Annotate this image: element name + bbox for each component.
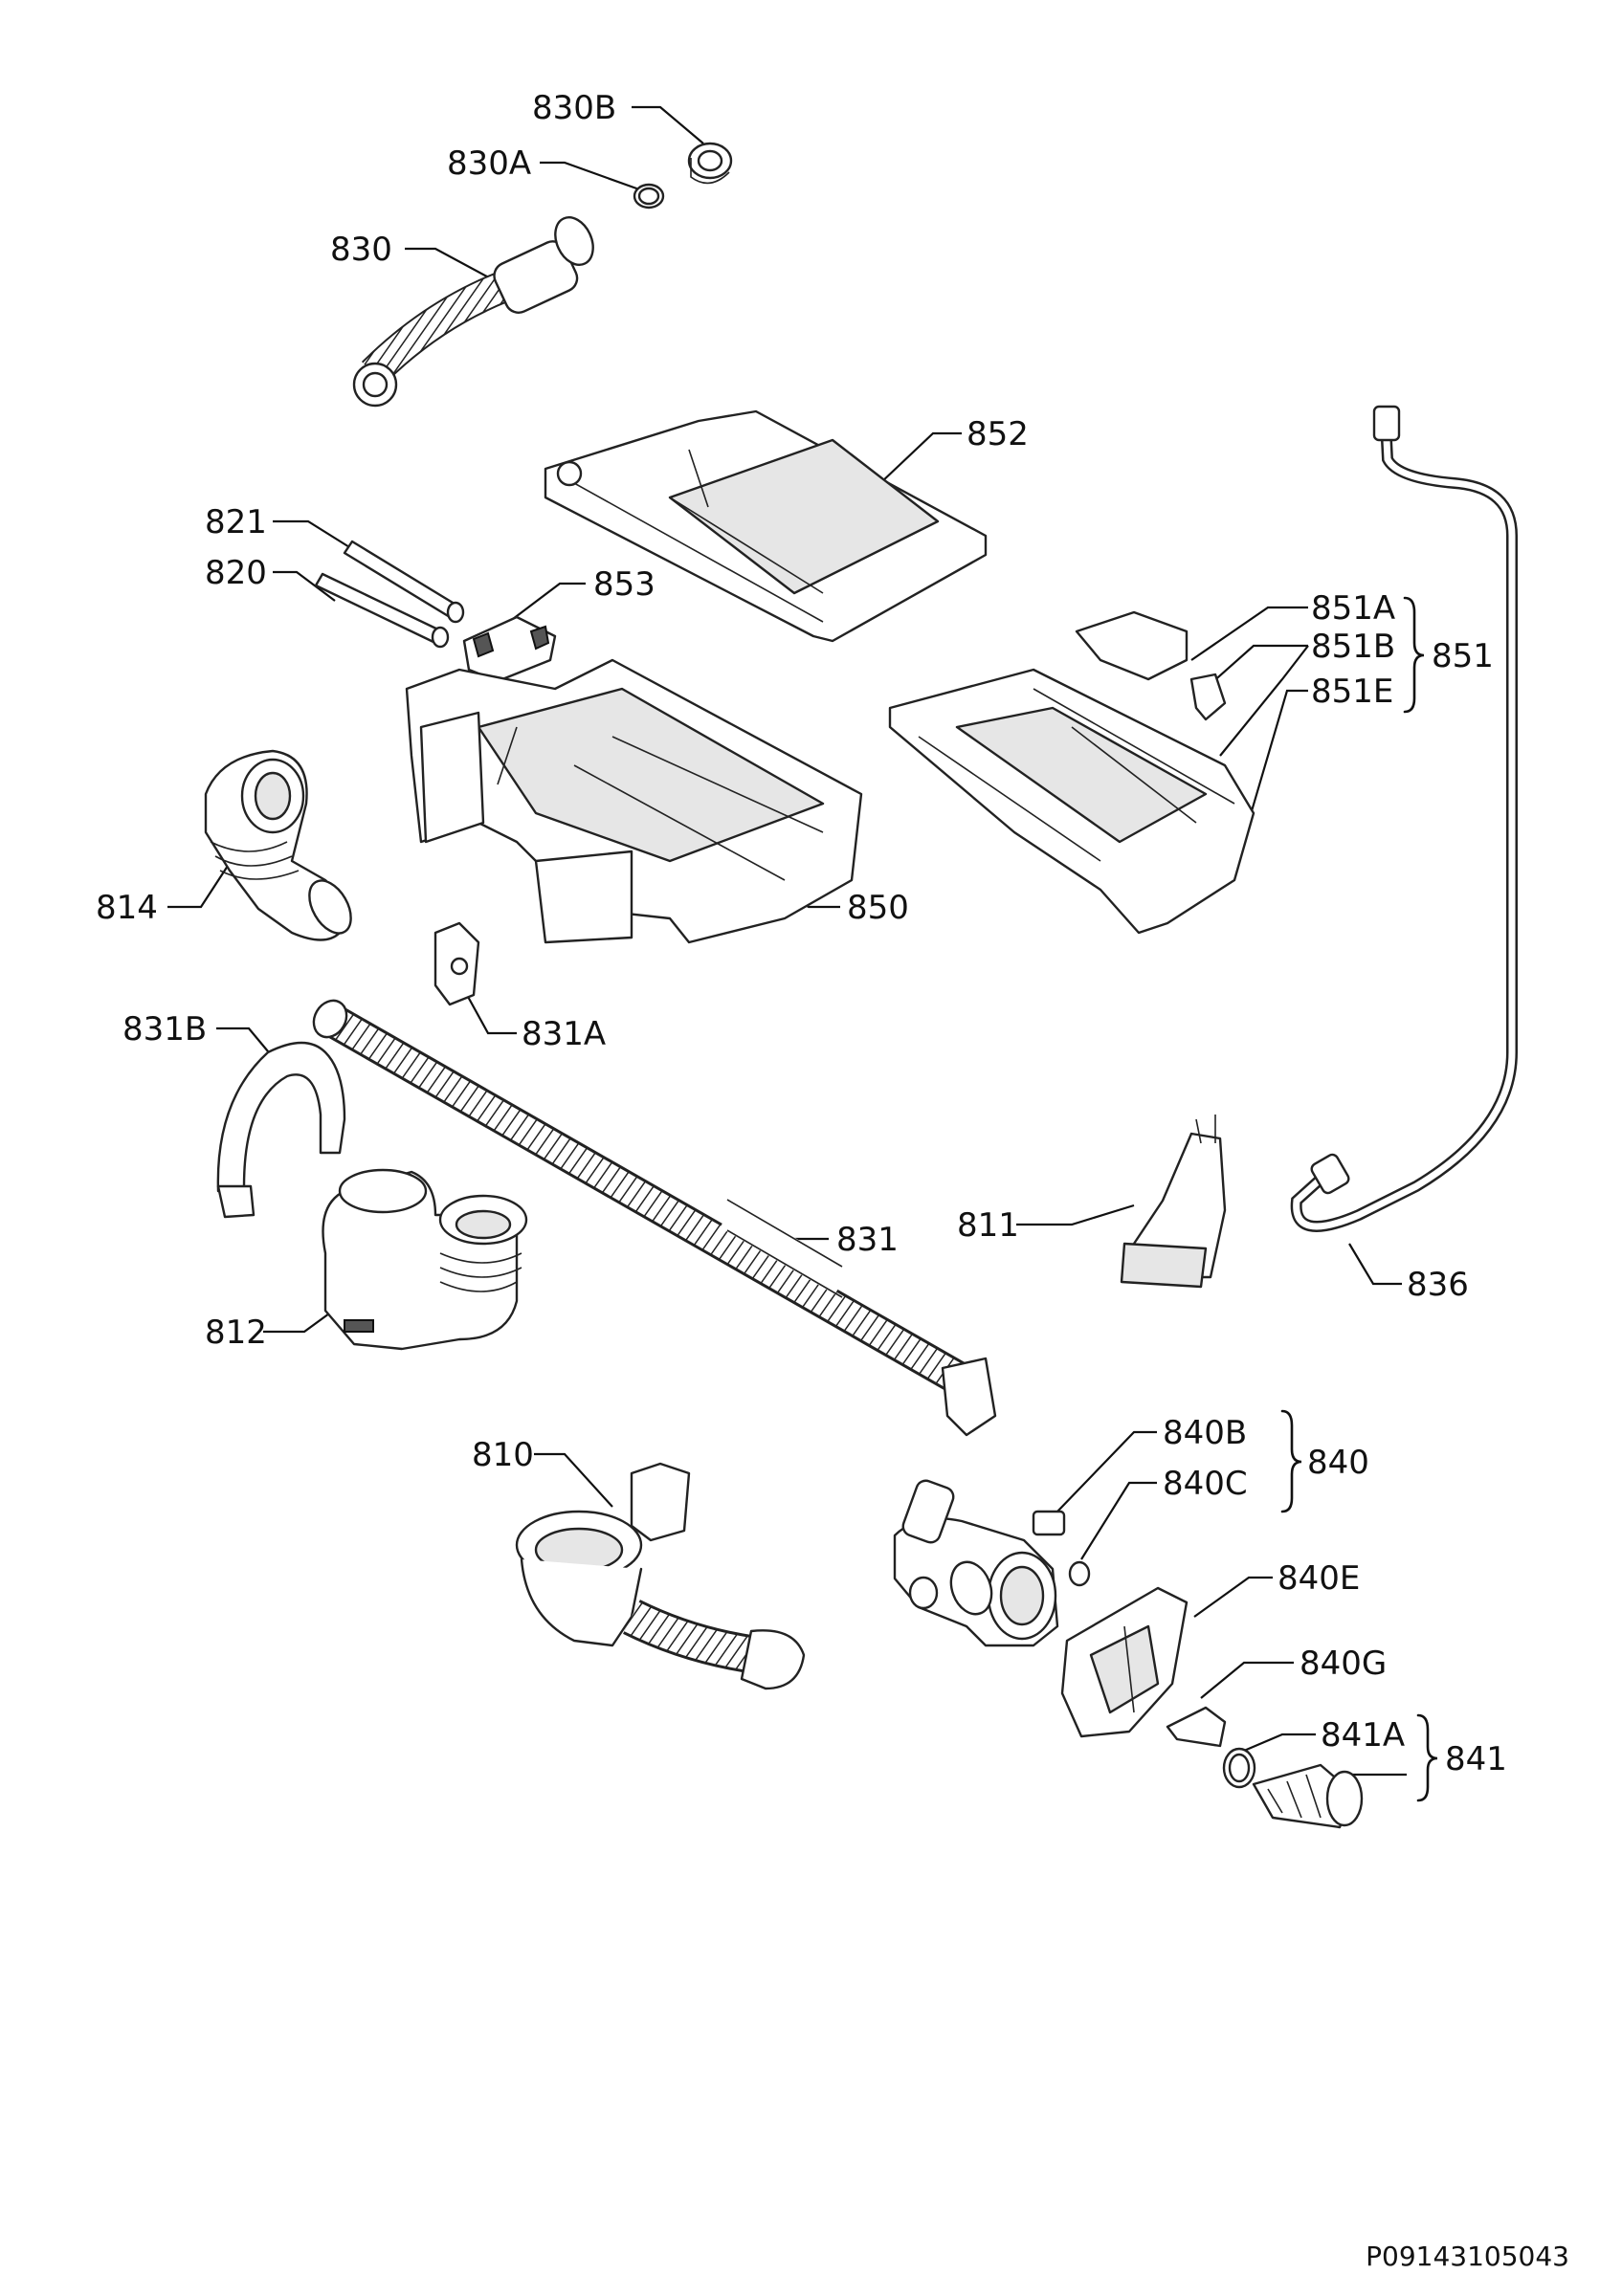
group-braces bbox=[1280, 596, 1438, 1802]
part-830-inlet-hose bbox=[352, 216, 594, 408]
label-812: 812 bbox=[205, 1314, 267, 1352]
part-831a-bracket bbox=[433, 921, 480, 1006]
part-810-drain-sump bbox=[515, 1462, 806, 1690]
label-810: 810 bbox=[472, 1436, 534, 1474]
part-841a-o-ring bbox=[1222, 1747, 1256, 1789]
part-840b-cap bbox=[1032, 1510, 1066, 1536]
label-850: 850 bbox=[847, 889, 909, 927]
part-851-detergent-drawer bbox=[888, 668, 1255, 935]
part-840c-plug bbox=[1068, 1560, 1091, 1587]
label-851e: 851E bbox=[1311, 673, 1393, 711]
label-853: 853 bbox=[593, 565, 655, 604]
label-830a: 830A bbox=[447, 144, 531, 183]
brace-841 bbox=[1416, 1713, 1438, 1802]
label-851a: 851A bbox=[1311, 589, 1395, 628]
brace-840 bbox=[1280, 1409, 1302, 1513]
part-812-sump-chamber bbox=[322, 1168, 528, 1351]
part-852-dispenser-lid bbox=[544, 409, 988, 643]
label-831b: 831B bbox=[122, 1010, 207, 1049]
label-841: 841 bbox=[1445, 1740, 1507, 1778]
label-840b: 840B bbox=[1163, 1414, 1247, 1452]
part-814-elbow bbox=[204, 749, 352, 941]
brace-851 bbox=[1403, 596, 1425, 714]
label-831a: 831A bbox=[522, 1015, 606, 1053]
label-840g: 840G bbox=[1300, 1645, 1387, 1683]
part-831-drain-hose bbox=[312, 999, 997, 1437]
label-851: 851 bbox=[1432, 637, 1494, 675]
part-830b-nut bbox=[687, 142, 733, 185]
label-821: 821 bbox=[205, 503, 267, 541]
part-811-air-trap bbox=[1120, 1115, 1227, 1289]
callout-labels: 830B 830A 830 852 821 820 853 851A 851B … bbox=[96, 89, 1507, 1778]
part-841-pump-filter bbox=[1252, 1763, 1364, 1829]
label-814: 814 bbox=[96, 889, 158, 927]
leader-lines bbox=[167, 105, 1407, 1789]
document-id: P09143105043 bbox=[1366, 2241, 1569, 2272]
label-830: 830 bbox=[330, 231, 392, 269]
label-851b: 851B bbox=[1311, 628, 1395, 666]
part-820-rod bbox=[314, 572, 450, 649]
part-853-valve bbox=[462, 615, 557, 683]
part-851a-siphon-cap bbox=[1075, 610, 1189, 681]
label-840c: 840C bbox=[1163, 1465, 1248, 1503]
label-852: 852 bbox=[967, 415, 1029, 453]
part-831b-hose-hook bbox=[216, 1041, 346, 1219]
label-841a: 841A bbox=[1321, 1716, 1405, 1755]
label-840: 840 bbox=[1307, 1444, 1369, 1482]
label-820: 820 bbox=[205, 554, 267, 592]
label-836: 836 bbox=[1407, 1266, 1469, 1304]
part-850-dispenser-housing bbox=[405, 658, 863, 944]
label-840e: 840E bbox=[1278, 1559, 1360, 1598]
part-821-rod bbox=[343, 540, 465, 624]
label-831: 831 bbox=[836, 1221, 899, 1259]
label-811: 811 bbox=[957, 1206, 1019, 1245]
part-840g-cover bbox=[1166, 1706, 1227, 1748]
part-840e-filter-housing bbox=[1060, 1586, 1189, 1738]
part-836-tube bbox=[1290, 405, 1518, 1232]
label-830b: 830B bbox=[532, 89, 616, 127]
part-840-drain-pump bbox=[893, 1479, 1059, 1647]
part-851b-clip bbox=[1189, 673, 1227, 721]
part-830a-seal-ring bbox=[633, 183, 665, 210]
